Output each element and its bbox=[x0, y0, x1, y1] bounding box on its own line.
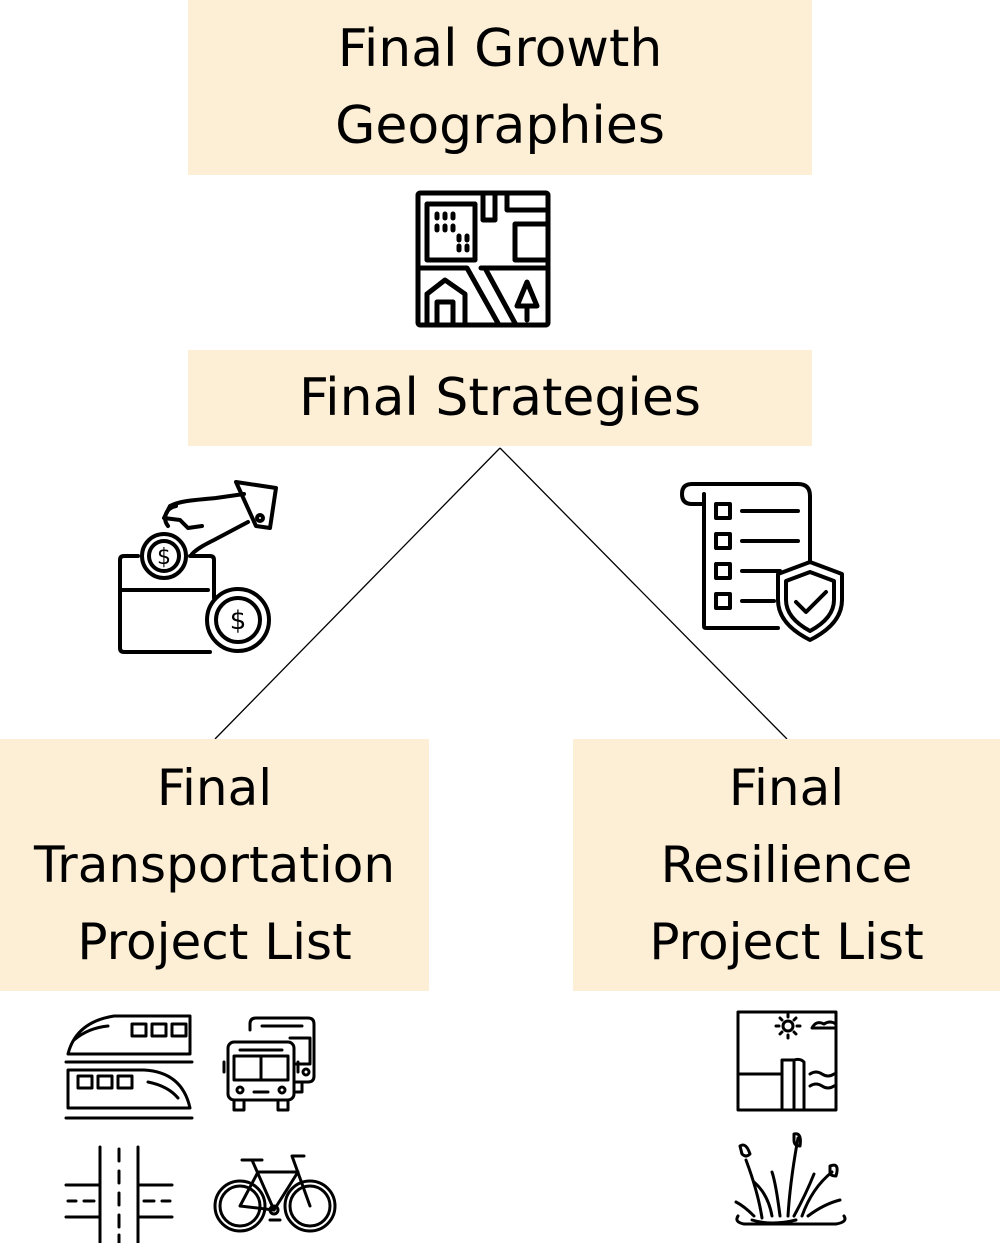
growth-box-line-1: Final Growth bbox=[337, 18, 663, 79]
city-map-icon bbox=[415, 190, 551, 328]
growth-box-line-2: Geographies bbox=[335, 95, 665, 156]
trains-icon bbox=[64, 1012, 194, 1124]
checklist-shield-icon bbox=[680, 482, 846, 642]
wetland-reeds-icon bbox=[732, 1132, 850, 1228]
connector-left bbox=[214, 447, 501, 740]
road-lanes-icon bbox=[64, 1145, 174, 1243]
resilience-box-line-3: Project List bbox=[649, 912, 924, 971]
connector-right bbox=[499, 447, 788, 740]
resilience-box-line-1: Final bbox=[728, 758, 845, 817]
svg-text:$: $ bbox=[230, 606, 247, 636]
svg-text:$: $ bbox=[157, 545, 171, 570]
resilience-project-list-box: Final Resilience Project List bbox=[573, 739, 1000, 991]
strategies-box: Final Strategies bbox=[188, 350, 812, 446]
resilience-box-line-2: Resilience bbox=[660, 835, 913, 894]
transport-box-line-1: Final bbox=[156, 758, 273, 817]
buses-icon bbox=[222, 1016, 320, 1112]
transport-box-line-3: Project List bbox=[77, 912, 352, 971]
transport-box-line-2: Transportation bbox=[33, 835, 396, 894]
transportation-project-list-box: Final Transportation Project List bbox=[0, 739, 429, 991]
growth-geographies-box: Final Growth Geographies bbox=[188, 0, 812, 175]
strategies-box-line-1: Final Strategies bbox=[299, 367, 701, 428]
hand-coin-donation-icon: $ $ bbox=[118, 478, 278, 653]
bicycle-icon bbox=[212, 1150, 338, 1236]
landscape-window-icon bbox=[736, 1010, 838, 1112]
